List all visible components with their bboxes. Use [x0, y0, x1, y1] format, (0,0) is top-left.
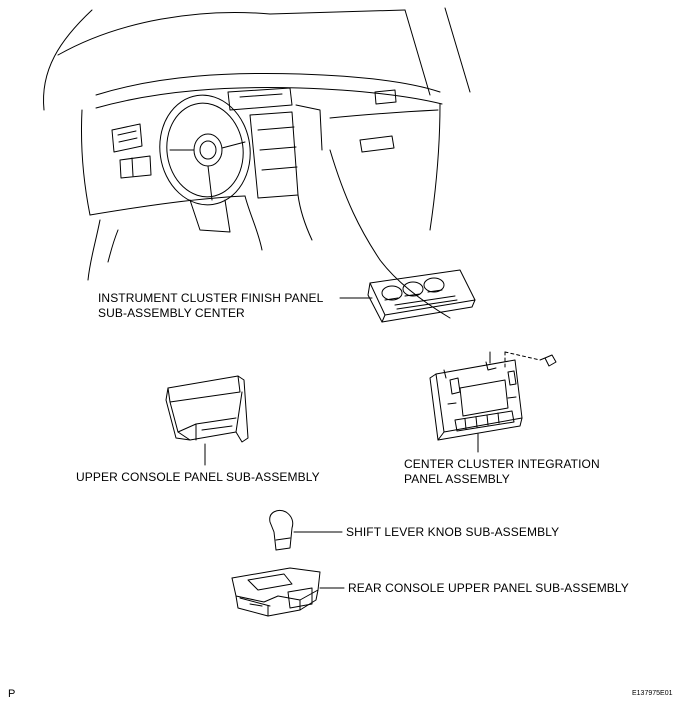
center-cluster-label: CENTER CLUSTER INTEGRATION PANEL ASSEMBL… [404, 457, 600, 487]
dashboard-illustration [42, 7, 471, 319]
center-cluster-label-line-2: PANEL ASSEMBLY [404, 472, 510, 486]
center-cluster-integration-panel-drawing [429, 351, 557, 441]
rear-console-upper-panel-drawing [231, 567, 321, 617]
instrument-cluster-finish-panel-drawing [367, 269, 476, 323]
corner-mark: P [8, 688, 16, 700]
upper-console-label: UPPER CONSOLE PANEL SUB-ASSEMBLY [76, 470, 320, 484]
figure-id: E137975E01 [632, 690, 673, 697]
center-cluster-label-line-1: CENTER CLUSTER INTEGRATION [404, 457, 600, 471]
shift-lever-knob-label: SHIFT LEVER KNOB SUB-ASSEMBLY [346, 525, 560, 539]
instrument-cluster-label-line-1: INSTRUMENT CLUSTER FINISH PANEL [98, 291, 324, 305]
instrument-cluster-label-line-2: SUB-ASSEMBLY CENTER [98, 306, 245, 320]
rear-console-label: REAR CONSOLE UPPER PANEL SUB-ASSEMBLY [348, 581, 629, 595]
shift-lever-knob-drawing [269, 509, 294, 551]
instrument-cluster-label: INSTRUMENT CLUSTER FINISH PANEL SUB-ASSE… [98, 291, 323, 321]
upper-console-panel-drawing [165, 375, 249, 443]
bolt-dashed-line [504, 351, 541, 361]
